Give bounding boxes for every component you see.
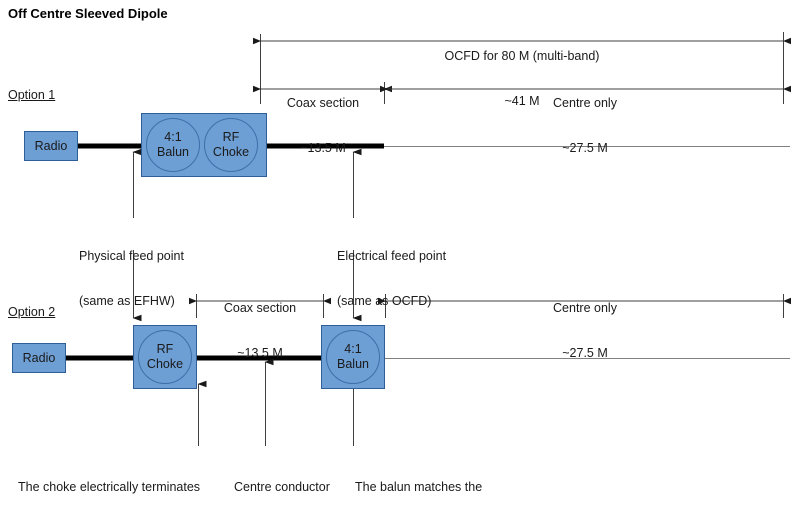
coax-bottom-dimension-label: Coax section ~13.5 M (195, 271, 325, 391)
balun-circle-option1-line1: 4:1 (164, 130, 182, 144)
centre-top-line1: Centre only (553, 96, 617, 110)
coax-note-line1: Centre conductor (234, 480, 330, 494)
choke-note-callout: The choke electrically terminates the ra… (18, 450, 200, 514)
choke-circle-option2-line1: RF (156, 342, 174, 356)
coax-note-callout: Centre conductor and centre of the coax … (234, 450, 345, 514)
physical-feed-line1: Physical feed point (79, 249, 184, 263)
electrical-feed-line2: (same as OCFD) (337, 294, 432, 308)
coax-bottom-line2: ~13.5 M (237, 346, 283, 360)
radio-box-option2[interactable]: Radio (12, 343, 66, 373)
electrical-feed-line1: Electrical feed point (337, 249, 447, 263)
coax-top-line1: Coax section (286, 96, 360, 110)
centre-top-line2: ~27.5 M (562, 141, 608, 155)
choke-note-line1: The choke electrically terminates (18, 480, 201, 494)
balun-note-line1: The balun matches the (355, 480, 483, 494)
choke-circle-option2-line2: Choke (146, 357, 184, 371)
physical-feed-line2: (same as EFHW) (79, 294, 175, 308)
centre-top-dimension-label: Centre only ~27.5 M (500, 66, 670, 186)
radio-box-option1[interactable]: Radio (24, 131, 78, 161)
balun-circle-option2[interactable]: 4:1 Balun (326, 330, 380, 384)
option1-label: Option 1 (8, 88, 56, 102)
centre-bottom-line2: ~27.5 M (562, 346, 608, 360)
coax-top-line2: ~13.5 M (300, 141, 346, 155)
balun-circle-option1[interactable]: 4:1 Balun (146, 118, 200, 172)
choke-circle-option1-line1: RF (222, 130, 240, 144)
ocfd-dimension-label: OCFD for 80 M (multi-band) ~41 M (431, 19, 613, 139)
choke-circle-option2[interactable]: RF Choke (138, 330, 192, 384)
balun-note-callout: The balun matches the impedance of the O… (355, 450, 490, 514)
physical-feed-point-callout: Physical feed point (same as EFHW) (79, 219, 184, 339)
coax-top-dimension-label: Coax section ~13.5 M (258, 66, 388, 186)
choke-circle-option1-line2: Choke (212, 145, 250, 159)
ocfd-dimension-line1: OCFD for 80 M (multi-band) (444, 49, 600, 63)
choke-circle-option1[interactable]: RF Choke (204, 118, 258, 172)
centre-bottom-dimension-label: Centre only ~27.5 M (500, 271, 670, 391)
centre-bottom-line1: Centre only (553, 301, 617, 315)
option2-label: Option 2 (8, 305, 56, 319)
ocfd-dimension-line2: ~41 M (504, 94, 540, 108)
coax-bottom-line1: Coax section (223, 301, 297, 315)
balun-circle-option2-line2: Balun (337, 357, 369, 371)
balun-circle-option2-line1: 4:1 (344, 342, 362, 356)
page-title: Off Centre Sleeved Dipole (8, 6, 168, 21)
electrical-feed-point-callout: Electrical feed point (same as OCFD) (337, 219, 446, 339)
balun-circle-option1-line2: Balun (157, 145, 189, 159)
